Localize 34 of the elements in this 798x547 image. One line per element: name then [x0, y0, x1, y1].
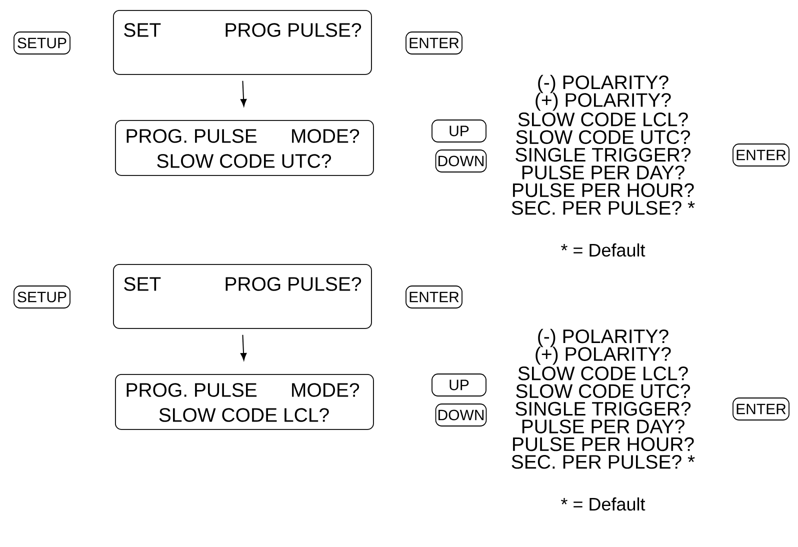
key-button: UP — [432, 374, 486, 396]
key-button: ENTER — [406, 286, 462, 308]
option-text: SINGLE TRIGGER? — [516, 148, 691, 162]
option-text: SLOW CODE LCL? — [518, 112, 688, 126]
option-text: SLOW CODE LCL? — [518, 366, 688, 380]
option-text: (+) POLARITY? — [536, 92, 671, 111]
option-text: PULSE PER DAY? — [522, 166, 684, 180]
display-box: PROG. PULSE MODE? SLOW CODE LCL? — [115, 374, 374, 430]
note-text: * = Default — [561, 243, 646, 257]
option-text: (-) POLARITY? — [538, 74, 668, 94]
option-text: (+) POLARITY? — [536, 346, 671, 365]
arrow — [240, 334, 247, 361]
arrow — [240, 80, 247, 107]
option-text: SEC. PER PULSE? * — [512, 455, 695, 469]
option-text: SEC. PER PULSE? * — [512, 201, 695, 215]
option-text: SLOW CODE UTC? — [516, 384, 690, 398]
display-box: SET PROG PULSE? — [113, 264, 372, 329]
key-button: SETUP — [14, 286, 70, 308]
option-text: PULSE PER HOUR? — [513, 183, 694, 198]
key-button: DOWN — [435, 404, 487, 426]
display-box: SET PROG PULSE? — [113, 10, 372, 75]
key-button: DOWN — [435, 150, 487, 172]
key-button: UP — [432, 120, 486, 142]
note-text: * = Default — [561, 497, 646, 511]
key-button: ENTER — [732, 144, 790, 166]
option-text: SINGLE TRIGGER? — [516, 402, 691, 416]
option-text: (-) POLARITY? — [538, 328, 668, 348]
key-button: ENTER — [732, 398, 790, 420]
key-button: SETUP — [14, 32, 70, 54]
option-text: SLOW CODE UTC? — [516, 130, 690, 144]
key-button: ENTER — [406, 32, 462, 54]
option-text: PULSE PER DAY? — [522, 420, 684, 434]
option-text: PULSE PER HOUR? — [513, 437, 694, 452]
display-box: PROG. PULSE MODE? SLOW CODE UTC? — [115, 120, 374, 176]
